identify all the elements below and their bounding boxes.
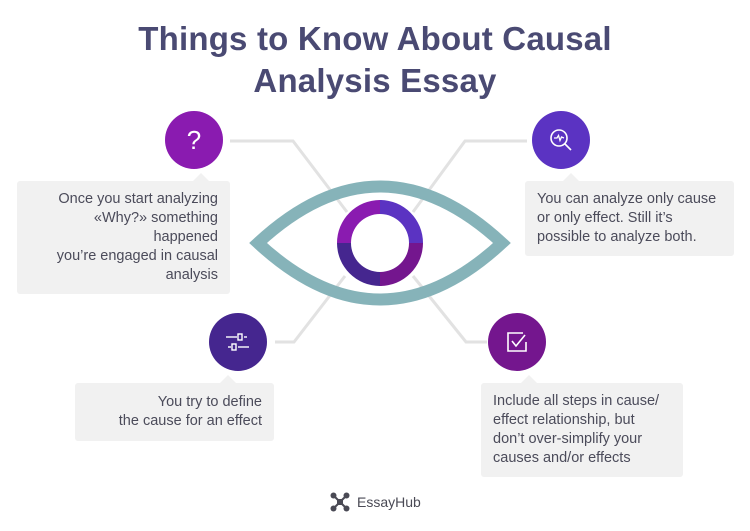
question-mark-icon: ?: [186, 124, 202, 155]
card-text-line: effect relationship, but: [493, 412, 635, 428]
magnifier-badge: [532, 111, 590, 169]
checkbox-badge: [488, 313, 546, 371]
info-card-top-right: You can analyze only cause or only effec…: [525, 173, 734, 256]
card-text-line: the cause for an effect: [118, 413, 262, 429]
card-text-line: Once you start analyzing: [58, 191, 218, 207]
connector-bottom-left: [275, 275, 347, 344]
essayhub-logo-icon: [330, 492, 350, 512]
card-text-line: causes and/or effects: [493, 450, 631, 466]
card-text-line: You try to define: [157, 394, 262, 410]
card-text-line: You can analyze only cause: [537, 191, 717, 207]
title-line-2: Analysis Essay: [253, 62, 497, 99]
card-text-line: «Why?» something happened: [93, 210, 218, 245]
connector-top-right: [411, 139, 527, 213]
magnifier-pulse-icon: [550, 129, 572, 151]
info-card-bottom-left: You try to define the cause for an effec…: [75, 375, 274, 441]
card-text-line: Include all steps in cause/: [493, 393, 660, 409]
card-text-line: you’re engaged in causal: [56, 248, 218, 264]
card-text-line: analysis: [165, 267, 218, 283]
connector-lines: [230, 139, 527, 344]
question-badge: ?: [165, 111, 223, 169]
card-text-line: or only effect. Still it’s: [537, 210, 673, 226]
iris-ring: [337, 200, 423, 286]
checkbox-check-icon: [507, 332, 527, 352]
connector-bottom-right: [411, 275, 487, 344]
brand-name: EssayHub: [357, 494, 421, 510]
card-text-line: don’t over-simplify your: [493, 431, 643, 447]
sliders-badge: [209, 313, 267, 371]
eye-icon: [249, 180, 511, 306]
brand-footer: EssayHub: [330, 492, 421, 512]
title-line-1: Things to Know About Causal: [138, 20, 612, 57]
info-card-bottom-right: Include all steps in cause/ effect relat…: [481, 375, 683, 477]
info-card-top-left: Once you start analyzing «Why?» somethin…: [17, 173, 230, 294]
connector-top-left: [230, 139, 349, 213]
card-text-line: possible to analyze both.: [537, 229, 697, 245]
page-title: Things to Know About Causal Analysis Ess…: [0, 18, 750, 102]
sliders-icon: [226, 333, 249, 351]
